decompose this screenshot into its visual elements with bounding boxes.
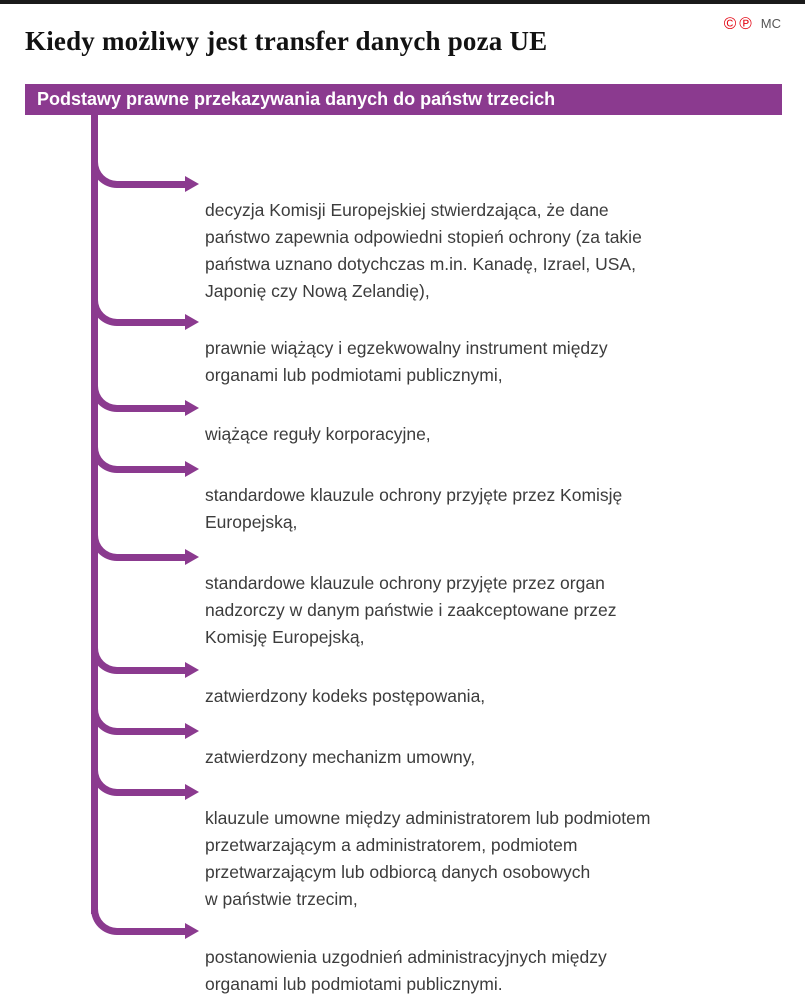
list-item-text: postanowienia uzgodnień administracyjnyc… (205, 947, 607, 994)
arrow-icon (185, 784, 199, 800)
list-item: standardowe klauzule ochrony przyjęte pr… (205, 543, 780, 651)
branch-connector (91, 767, 187, 796)
arrow-icon (185, 549, 199, 565)
arrow-icon (185, 400, 199, 416)
list-item-text: standardowe klauzule ochrony przyjęte pr… (205, 485, 623, 532)
credit-text: MC (760, 16, 781, 31)
branch-connector (91, 383, 187, 412)
tree-trunk-line (91, 114, 98, 914)
arrow-icon (185, 723, 199, 739)
branch-connector (91, 159, 187, 188)
page-title: Kiedy możliwy jest transfer danych poza … (25, 26, 548, 56)
list-item: postanowienia uzgodnień administracyjnyc… (205, 917, 780, 998)
arrow-icon (185, 923, 199, 939)
list-item-text: zatwierdzony mechanizm umowny, (205, 747, 476, 767)
phonogram-icon: ℗ (739, 14, 752, 33)
list-item: decyzja Komisji Europejskiej stwierdzają… (205, 170, 780, 305)
arrow-icon (185, 461, 199, 477)
list-item-text: klauzule umowne między administratorem l… (205, 808, 651, 909)
branch-connector (91, 645, 187, 674)
list-item: wiążące reguły korporacyjne, (205, 394, 780, 448)
branch-connector (91, 906, 187, 935)
branch-connector (91, 706, 187, 735)
header-banner: Podstawy prawne przekazywania danych do … (25, 84, 782, 115)
credits: © ℗ MC (724, 15, 781, 32)
list-item-text: wiążące reguły korporacyjne, (205, 424, 431, 444)
branch-connector (91, 532, 187, 561)
list-item-text: prawnie wiążący i egzekwowalny instrumen… (205, 338, 608, 385)
copyright-icon: © (723, 14, 737, 33)
list-item: zatwierdzony mechanizm umowny, (205, 717, 780, 771)
branch-connector (91, 444, 187, 473)
list-item-text: zatwierdzony kodeks postępowania, (205, 686, 486, 706)
list-item: prawnie wiążący i egzekwowalny instrumen… (205, 308, 780, 389)
list-item-text: standardowe klauzule ochrony przyjęte pr… (205, 573, 617, 647)
list-item-text: decyzja Komisji Europejskiej stwierdzają… (205, 200, 642, 301)
arrow-icon (185, 662, 199, 678)
list-item: zatwierdzony kodeks postępowania, (205, 656, 780, 710)
branch-connector (91, 297, 187, 326)
arrow-icon (185, 314, 199, 330)
list-item: klauzule umowne między administratorem l… (205, 778, 780, 913)
top-rule (0, 0, 805, 4)
arrow-icon (185, 176, 199, 192)
list-item: standardowe klauzule ochrony przyjęte pr… (205, 455, 780, 536)
